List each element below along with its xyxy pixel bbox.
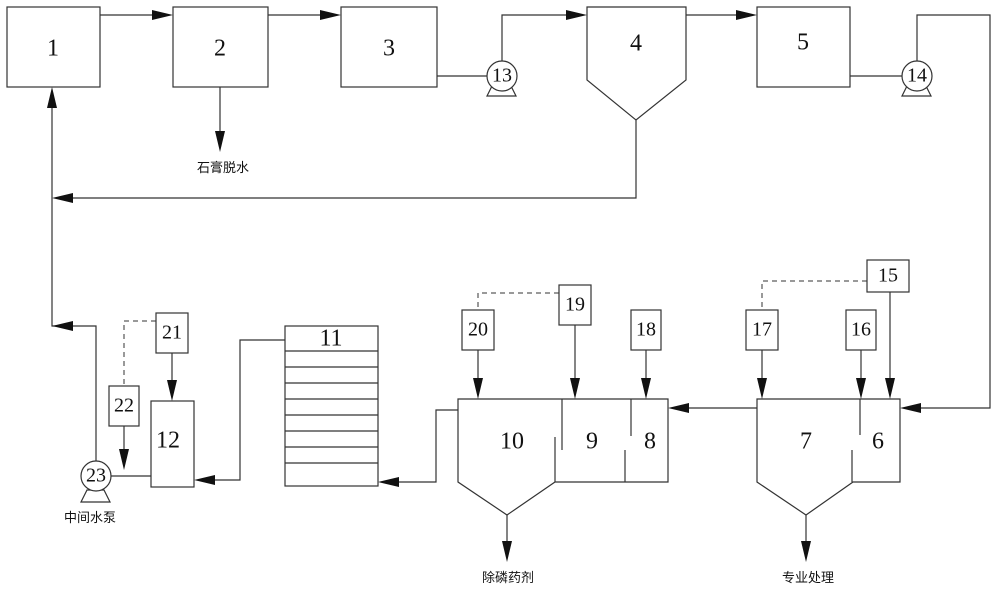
unit-10-9-8-tank: 10 9 8 xyxy=(457,398,669,516)
unit-3-label: 3 xyxy=(383,36,395,62)
gypsum-dewatering-label: 石膏脱水 xyxy=(197,160,249,176)
flow-11-to-12 xyxy=(214,339,285,481)
arrow-head xyxy=(119,449,129,470)
doser-17-label: 17 xyxy=(752,319,772,341)
unit-10-label: 10 xyxy=(500,429,524,455)
control-19-20 xyxy=(477,292,559,310)
flow-4-sludge-return xyxy=(72,120,637,199)
pump-14: 14 xyxy=(901,60,933,97)
arrow-head xyxy=(378,477,399,487)
arrow-head xyxy=(801,541,811,562)
unit-9-label: 9 xyxy=(586,429,598,455)
unit-11-filter: 11 xyxy=(284,325,379,487)
arrow-head xyxy=(167,380,177,401)
doser-20-label: 20 xyxy=(468,319,488,341)
arrow-head xyxy=(885,378,895,399)
arrow-head xyxy=(473,378,483,399)
pump-14-label: 14 xyxy=(907,65,927,87)
unit-2: 2 xyxy=(172,6,269,88)
control-15-17 xyxy=(761,280,867,310)
arrow-head xyxy=(502,541,512,562)
unit-3: 3 xyxy=(340,6,438,88)
arrow-head xyxy=(641,378,651,399)
doser-20: 20 xyxy=(461,309,495,351)
arrow-head xyxy=(52,193,73,203)
arrow-head xyxy=(757,378,767,399)
professional-treatment-label: 专业处理 xyxy=(782,571,834,586)
unit-7-6-tank: 7 6 xyxy=(756,398,901,516)
pump-23-label: 23 xyxy=(86,465,106,487)
arrow-head xyxy=(152,10,173,20)
arrow-head xyxy=(668,403,689,413)
doser-17: 17 xyxy=(745,309,779,351)
arrow-head xyxy=(566,10,587,20)
doser-21: 21 xyxy=(155,312,189,354)
unit-12-label: 12 xyxy=(156,428,180,454)
arrow-head xyxy=(320,10,341,20)
unit-1: 1 xyxy=(6,6,101,88)
pump-13: 13 xyxy=(486,60,518,97)
arrow-head xyxy=(52,321,73,331)
arrow-head xyxy=(47,87,57,108)
arrow-head xyxy=(856,378,866,399)
unit-5-label: 5 xyxy=(797,30,809,56)
unit-4-clarifier: 4 xyxy=(586,6,687,121)
flow-return-to-1 xyxy=(51,106,97,461)
doser-15-label: 15 xyxy=(878,265,898,287)
doser-22-label: 22 xyxy=(114,395,134,417)
unit-12: 12 xyxy=(150,400,195,488)
unit-11-label: 11 xyxy=(319,326,342,352)
doser-19: 19 xyxy=(558,284,592,326)
arrow-head xyxy=(194,475,215,485)
unit-1-label: 1 xyxy=(47,36,59,62)
doser-22: 22 xyxy=(108,385,140,427)
unit-7-label: 7 xyxy=(800,429,812,455)
unit-5: 5 xyxy=(756,6,851,88)
unit-4-label: 4 xyxy=(630,31,642,57)
unit-2-label: 2 xyxy=(214,36,226,62)
control-21-22 xyxy=(123,320,156,386)
intermediate-pump-label: 中间水泵 xyxy=(64,511,116,526)
pump-23: 23 xyxy=(80,460,112,503)
phosphorus-removal-agent-label: 除磷药剂 xyxy=(482,571,534,586)
doser-21-label: 21 xyxy=(162,322,182,344)
doser-19-label: 19 xyxy=(565,294,585,316)
doser-16-label: 16 xyxy=(851,319,871,341)
pump-13-label: 13 xyxy=(492,65,512,87)
arrow-head xyxy=(736,10,757,20)
flow-pump14-to-6 xyxy=(916,14,991,409)
doser-16: 16 xyxy=(845,309,877,351)
arrow-head xyxy=(215,131,225,152)
doser-15: 15 xyxy=(866,259,910,293)
flow-pump13-to-4 xyxy=(501,14,572,61)
unit-6-label: 6 xyxy=(872,429,884,455)
arrow-head xyxy=(570,378,580,399)
arrow-head xyxy=(900,403,921,413)
flow-10-to-11 xyxy=(398,409,458,483)
doser-18-label: 18 xyxy=(636,319,656,341)
doser-18: 18 xyxy=(630,309,662,351)
unit-8-label: 8 xyxy=(644,429,656,455)
